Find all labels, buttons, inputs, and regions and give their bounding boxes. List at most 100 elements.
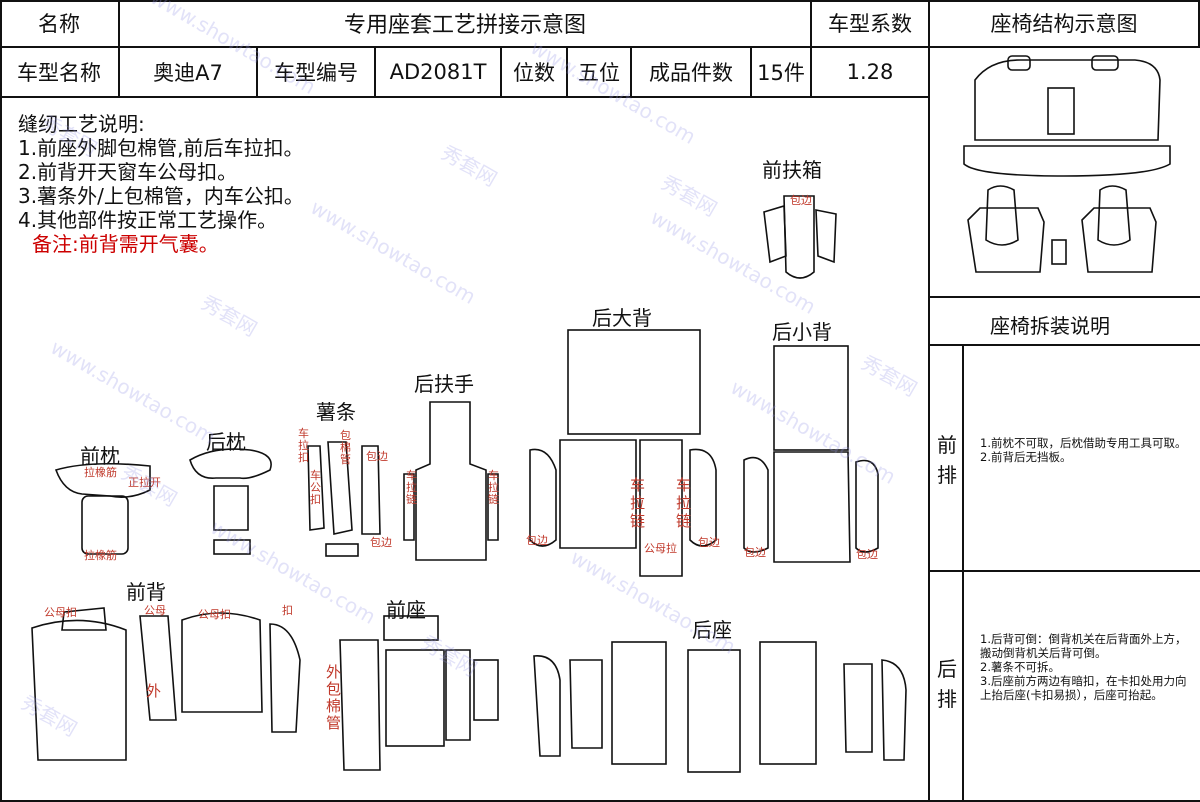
note-item: 4.其他部件按正常工艺操作。 xyxy=(18,208,278,232)
rear-seat-side-left xyxy=(533,655,561,757)
structure-label: 座椅结构示意图 xyxy=(930,0,1200,48)
chips-piece-1 xyxy=(307,445,325,531)
notes-remark: 备注:前背需开气囊。 xyxy=(32,232,219,256)
car-code-label: 车型编号 xyxy=(258,48,376,98)
car-name: 奥迪A7 xyxy=(120,48,258,98)
annotation-car-zip-armrest-right: 车拉链 xyxy=(488,469,499,506)
annotation-male-female-3: 公母扣 xyxy=(198,608,231,621)
annotation-car-zip-left: 车拉链 xyxy=(630,476,646,530)
dismount-title-line xyxy=(930,344,1200,346)
annotation-wrap-edge-3: 包边 xyxy=(744,546,766,559)
rear-seat-flap-right xyxy=(843,663,873,753)
rear-large-back-lower-left xyxy=(559,439,637,549)
part-label-rear-small-back: 后小背 xyxy=(772,320,832,344)
front-armrest-box-side-left xyxy=(763,204,787,264)
annotation-wrap-edge-1: 包边 xyxy=(526,534,548,547)
annotation-outer: 外 xyxy=(146,682,162,700)
front-back-wing xyxy=(269,623,301,733)
part-label-chips: 薯条 xyxy=(316,400,356,424)
structure-bottom-line xyxy=(930,296,1200,298)
rear-small-back-side-right xyxy=(855,459,879,553)
chips-piece-3 xyxy=(361,445,381,535)
rear-row-note: 3.后座前方两边有暗扣，在卡扣处用力向上抬后座(卡扣易损），后座可抬起。 xyxy=(980,674,1187,702)
chips-piece-4 xyxy=(325,543,359,557)
annotation-wrap-pipe: 包棉管 xyxy=(340,429,351,466)
front-row-notes: 1.前枕不可取，后枕借助专用工具可取。 2.前背后无挡板。 xyxy=(980,436,1190,464)
chips-piece-2 xyxy=(327,441,353,535)
rear-small-back-lower xyxy=(773,451,851,563)
annotation-wrap-edge-2: 包边 xyxy=(698,536,720,549)
rear-armrest-side-left xyxy=(403,473,415,541)
sewing-notes: 缝纫工艺说明: 1.前座外脚包棉管,前后车拉扣。 2.前背开天窗车公母扣。 3.… xyxy=(18,112,304,256)
name-label: 名称 xyxy=(0,0,120,48)
note-item: 3.薯条外/上包棉管，内车公扣。 xyxy=(18,184,304,208)
car-code: AD2081T xyxy=(376,48,502,98)
front-pillow-bottom xyxy=(81,495,129,555)
rear-pillow-body xyxy=(213,485,249,531)
part-label-front-seat: 前座 xyxy=(386,598,426,622)
seats-label: 位数 xyxy=(502,48,568,98)
front-row-note: 1.前枕不可取，后枕借助专用工具可取。 xyxy=(980,436,1187,450)
front-seat-side xyxy=(473,659,499,721)
part-label-front-armrest-box: 前扶箱 xyxy=(762,158,822,182)
rear-large-back-lower-right xyxy=(639,439,683,577)
part-label-rear-large-back: 后大背 xyxy=(592,306,652,330)
front-back-side xyxy=(139,615,177,721)
rear-seat-left-cushion xyxy=(611,641,667,765)
front-armrest-box-top xyxy=(783,195,815,279)
rear-seat-flap-left xyxy=(569,659,603,749)
annotation-male-female-2: 公母 xyxy=(144,604,166,617)
row-divider xyxy=(930,570,1200,572)
annotation-elastic-top: 拉橡筋 xyxy=(84,466,117,479)
row-label-divider xyxy=(962,344,964,800)
annotation-elastic-bottom: 拉橡筋 xyxy=(84,549,117,562)
part-label-front-back: 前背 xyxy=(126,580,166,604)
seats-value: 五位 xyxy=(568,48,632,98)
pieces-value: 15件 xyxy=(752,48,812,98)
rear-armrest-panel xyxy=(415,401,487,561)
annotation-zip-mf: 公母拉 xyxy=(644,542,677,555)
rear-row-note: 1.后背可倒：倒背机关在后背面外上方，搬动倒背机关后背可倒。 xyxy=(980,632,1187,660)
rear-row-notes: 1.后背可倒：倒背机关在后背面外上方，搬动倒背机关后背可倒。 2.薯条不可拆。 … xyxy=(980,632,1190,702)
rear-pillow-top xyxy=(189,448,272,480)
page-title: 专用座套工艺拼接示意图 xyxy=(120,0,812,48)
front-seat-left xyxy=(339,639,381,771)
part-label-rear-armrest: 后扶手 xyxy=(414,372,474,396)
seat-structure-drawing xyxy=(963,55,1171,273)
notes-title: 缝纫工艺说明: xyxy=(18,112,145,136)
annotation-buckle: 扣 xyxy=(282,604,293,617)
part-label-rear-seat: 后座 xyxy=(692,618,732,642)
coef-label: 车型系数 xyxy=(812,0,930,48)
annotation-male-female-1: 公母扣 xyxy=(44,606,77,619)
annotation-wrap-edge-chips-2: 包边 xyxy=(370,536,392,549)
annotation-wrap-edge-box: 包边 xyxy=(790,194,812,207)
front-pillow-top xyxy=(54,462,151,498)
rear-small-back-side-left xyxy=(743,456,769,553)
front-back-main xyxy=(31,619,127,761)
annotation-zip-open: 正拉开 xyxy=(128,476,161,489)
car-name-label: 车型名称 xyxy=(0,48,120,98)
annotation-outer-pipe: 外包棉管 xyxy=(326,663,342,732)
rear-row-label: 后排 xyxy=(937,657,957,711)
front-seat-right xyxy=(445,649,471,741)
rear-seat-mid-cushion xyxy=(687,649,741,773)
rear-row-note: 2.薯条不可拆。 xyxy=(980,660,1060,674)
front-row-label: 前排 xyxy=(937,433,957,487)
annotation-wrap-edge-chips: 包边 xyxy=(366,450,388,463)
front-seat-cushion xyxy=(385,649,445,747)
rear-large-back-panel xyxy=(567,329,701,435)
rear-large-back-side-left xyxy=(529,448,557,547)
front-armrest-box-side-right xyxy=(815,209,837,264)
front-back-top xyxy=(61,607,107,631)
rear-seat-side-right xyxy=(881,659,907,761)
pieces-label: 成品件数 xyxy=(632,48,752,98)
rear-armrest-side-right xyxy=(487,473,499,541)
right-panel-divider xyxy=(928,48,930,800)
front-row-note: 2.前背后无挡板。 xyxy=(980,450,1072,464)
note-item: 1.前座外脚包棉管,前后车拉扣。 xyxy=(18,136,304,160)
front-back-rear xyxy=(181,612,263,713)
front-seat-top xyxy=(383,615,439,641)
note-item: 2.前背开天窗车公母扣。 xyxy=(18,160,238,184)
annotation-male-buckle: 车公扣 xyxy=(310,469,321,506)
